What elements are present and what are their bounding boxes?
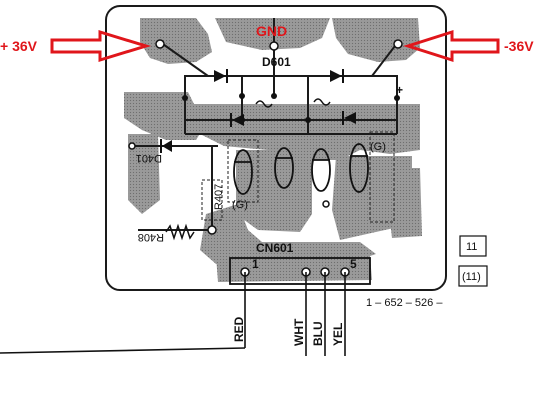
label-d601: D601 (262, 55, 291, 69)
label-cap-left-mark: (G) (232, 199, 248, 211)
pad-minus (393, 39, 403, 49)
label-r407: R407 (213, 184, 225, 210)
diode-top-right (330, 69, 344, 83)
lead-wires (0, 272, 346, 356)
copper-right-pad (332, 18, 420, 62)
box-11 (459, 235, 487, 257)
arrow-minus-36v (403, 29, 500, 63)
label-plus-36v: + 36V (0, 38, 38, 54)
diode-top-left (214, 69, 228, 83)
label-r408: R408 (138, 231, 164, 243)
label-pin-1: 1 (252, 257, 259, 271)
dashed-outlines (201, 131, 395, 223)
label-minus-36v: -36V (504, 38, 534, 54)
copper-left-pad (140, 18, 212, 64)
label-part-number: 1 – 652 – 526 – (366, 297, 443, 309)
bridge-wiring (132, 18, 399, 231)
connector-cn601 (229, 257, 371, 285)
pad-plus (155, 39, 165, 49)
copper-left-vertical (128, 134, 160, 214)
copper-connector-area (216, 256, 372, 282)
capacitor-2 (274, 147, 294, 189)
pad-gnd (269, 41, 279, 51)
box-paren-11-label: (11) (462, 271, 481, 283)
label-cap-right-mark: (G) (370, 141, 386, 153)
box-paren-11 (458, 265, 488, 287)
box-11-label: 11 (466, 241, 477, 253)
capacitor-3 (311, 148, 331, 192)
wire-label-red: RED (232, 316, 246, 342)
label-plus-sign: + (396, 83, 403, 97)
wire-label-blu: BLU (311, 321, 325, 346)
junction-dots (182, 93, 400, 123)
capacitor-4 (349, 143, 369, 193)
arrow-plus-36v (50, 29, 152, 63)
wire-label-yel: YEL (331, 323, 345, 346)
label-gnd: GND (256, 23, 287, 39)
resistor-r408 (165, 223, 195, 241)
wire-label-wht: WHT (292, 318, 306, 346)
capacitors (233, 143, 369, 195)
label-d401: D401 (136, 152, 162, 164)
diode-d401 (160, 139, 172, 153)
diode-bottom-left (230, 113, 244, 127)
ac-symbol-left (255, 100, 273, 108)
diode-bottom-right (342, 111, 356, 125)
label-pin-5: 5 (350, 257, 357, 271)
copper-bottom-strip (200, 204, 376, 264)
ac-symbol-right (313, 98, 331, 106)
copper-center-top (215, 18, 330, 50)
capacitor-1 (233, 149, 253, 195)
solder-pads (128, 39, 403, 277)
label-cn601: CN601 (256, 241, 294, 255)
